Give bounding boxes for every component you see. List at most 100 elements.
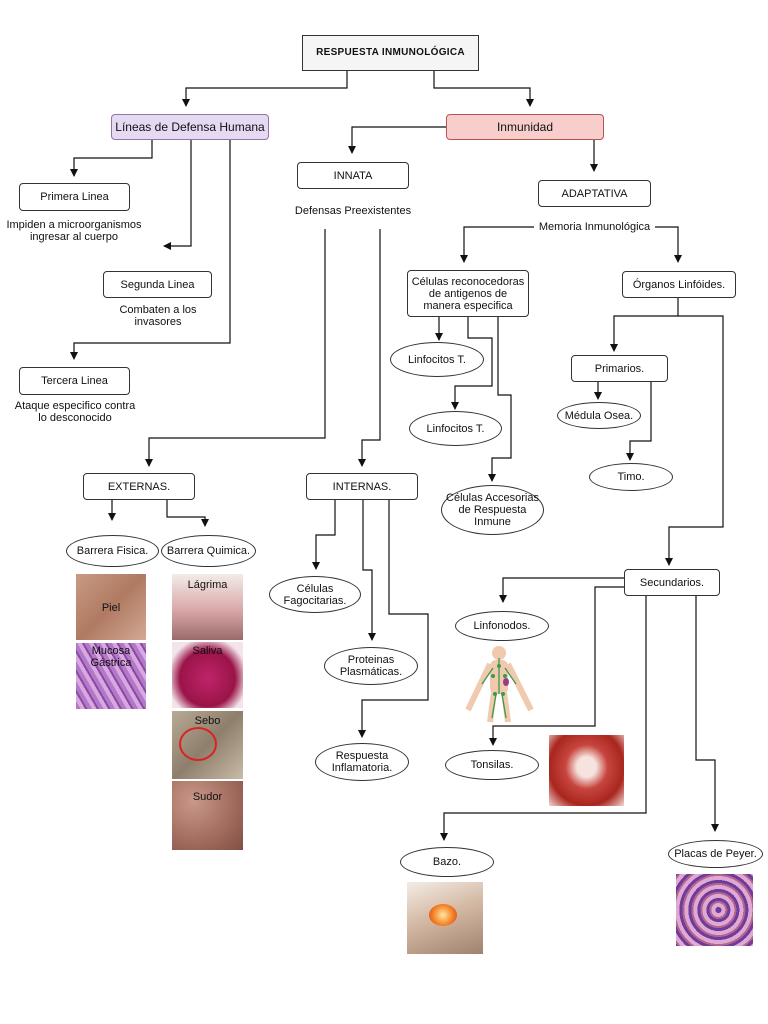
inflamatoria-ellipse: Respuesta Inflamatoria.	[315, 743, 409, 781]
adaptativa-label: ADAPTATIVA	[561, 187, 628, 200]
internas-box: INTERNAS.	[306, 473, 418, 500]
innata-label: INNATA	[333, 169, 373, 182]
tonsilas-label: Tonsilas.	[470, 759, 514, 771]
connector	[460, 226, 534, 263]
bazo-label: Bazo.	[432, 856, 462, 868]
fagocitarias-ellipse: Células Fagocitarias.	[269, 576, 361, 613]
segunda-linea-desc: Combaten a los invasores	[119, 304, 197, 328]
lagrima-image: Lágrima	[172, 574, 243, 640]
primera-linea-box: Primera Linea	[19, 183, 130, 211]
connector	[655, 226, 682, 263]
connector	[145, 229, 326, 467]
connector	[610, 297, 679, 352]
memoria-label: Memoria Inmunológica	[534, 221, 655, 233]
externas-box: EXTERNAS.	[83, 473, 195, 500]
spleen-glow	[429, 904, 457, 926]
celulas-accesorias-label: Células Accesorias de Respuesta Inmune	[446, 492, 539, 528]
segunda-linea-box: Segunda Linea	[103, 271, 212, 298]
linfonodos-ellipse: Linfonodos.	[455, 611, 549, 641]
secundarios-label: Secundarios.	[639, 576, 705, 589]
bazo-image	[407, 882, 483, 954]
primera-linea-label: Primera Linea	[40, 191, 109, 203]
tonsilas-image	[549, 735, 624, 806]
inmunidad-box: Inmunidad	[446, 114, 604, 140]
organos-linfoides-box: Órganos Linfóides.	[622, 271, 736, 298]
organos-linfoides-label: Órganos Linfóides.	[632, 278, 726, 291]
timo-ellipse: Timo.	[589, 463, 673, 491]
connector	[182, 70, 348, 107]
linfocitos-t-label-1: Linfocitos T.	[408, 353, 466, 366]
tercera-linea-desc: Ataque especifico contra lo desconocido	[14, 400, 136, 424]
segunda-linea-label: Segunda Linea	[120, 278, 195, 291]
connector	[488, 317, 512, 482]
connector	[70, 140, 153, 177]
mucosa-image: Mucosa Gástrica	[76, 643, 146, 709]
connector	[312, 500, 336, 570]
piel-image: Piel	[76, 574, 146, 640]
celulas-reconocedoras-box: Células reconocedoras de antigenos de ma…	[407, 270, 529, 317]
barrera-quimica-ellipse: Barrera Quimica.	[161, 535, 256, 567]
primarios-label: Primarios.	[594, 362, 645, 375]
connector	[358, 500, 429, 738]
connector	[489, 586, 624, 746]
externas-label: EXTERNAS.	[107, 480, 171, 493]
lagrima-label: Lágrima	[187, 579, 228, 591]
title-box: RESPUESTA INMUNOLÓGICA	[302, 35, 479, 71]
placas-peyer-label: Placas de Peyer.	[674, 848, 757, 860]
lineas-defensa-label: Líneas de Defensa Humana	[115, 120, 265, 134]
primarios-box: Primarios.	[571, 355, 668, 382]
linfocitos-t-ellipse-1: Linfocitos T.	[390, 342, 484, 377]
proteinas-label: Proteinas Plasmáticas.	[339, 654, 403, 678]
piel-label: Piel	[101, 602, 121, 614]
connector	[362, 500, 376, 641]
connector	[163, 140, 192, 250]
mucosa-label: Mucosa Gástrica	[90, 645, 132, 669]
medula-osea-ellipse: Médula Osea.	[557, 402, 641, 429]
fagocitarias-label: Células Fagocitarias.	[283, 582, 347, 607]
connector	[665, 315, 724, 566]
connector	[70, 140, 231, 360]
timo-label: Timo.	[617, 471, 645, 483]
inflamatoria-label: Respuesta Inflamatoria.	[331, 750, 393, 774]
sudor-label: Sudor	[192, 791, 223, 803]
lymph-body-figure	[465, 646, 534, 723]
connector	[440, 596, 647, 841]
connector	[433, 70, 534, 107]
linfonodos-label: Linfonodos.	[473, 620, 531, 632]
proteinas-ellipse: Proteinas Plasmáticas.	[324, 647, 418, 685]
celulas-reconocedoras-label: Células reconocedoras de antigenos de ma…	[411, 275, 525, 312]
title-text: RESPUESTA INMUNOLÓGICA	[316, 47, 465, 58]
barrera-fisica-ellipse: Barrera Fisica.	[66, 535, 159, 567]
placas-peyer-image	[676, 874, 753, 946]
tonsilas-ellipse: Tonsilas.	[445, 750, 539, 780]
tercera-linea-box: Tercera Linea	[19, 367, 130, 395]
linfonodos-image	[462, 644, 537, 724]
connector	[358, 229, 381, 467]
barrera-fisica-label: Barrera Fisica.	[76, 545, 149, 557]
lineas-defensa-box: Líneas de Defensa Humana	[111, 114, 269, 140]
innata-box: INNATA	[297, 162, 409, 189]
tercera-linea-label: Tercera Linea	[41, 375, 108, 387]
inmunidad-label: Inmunidad	[496, 120, 554, 134]
connector	[695, 596, 719, 832]
barrera-quimica-label: Barrera Quimica.	[166, 545, 251, 557]
connector	[348, 126, 446, 154]
saliva-image: Saliva	[172, 642, 243, 708]
linfocitos-t-ellipse-2: Linfocitos T.	[409, 411, 502, 446]
placas-peyer-ellipse: Placas de Peyer.	[668, 840, 763, 868]
connector	[499, 577, 624, 603]
celulas-accesorias-ellipse: Células Accesorias de Respuesta Inmune	[441, 485, 544, 535]
sebo-label: Sebo	[194, 715, 221, 727]
primera-linea-desc: Impiden a microorganismos ingresar al cu…	[6, 219, 142, 243]
adaptativa-box: ADAPTATIVA	[538, 180, 651, 207]
medula-osea-label: Médula Osea.	[564, 409, 634, 422]
secundarios-box: Secundarios.	[624, 569, 720, 596]
linfocitos-t-label-2: Linfocitos T.	[426, 422, 485, 435]
connector	[451, 317, 493, 410]
sebo-image: Sebo	[172, 711, 243, 779]
sudor-image: Sudor	[172, 781, 243, 850]
highlight-circle	[179, 727, 217, 761]
connector	[626, 381, 652, 461]
